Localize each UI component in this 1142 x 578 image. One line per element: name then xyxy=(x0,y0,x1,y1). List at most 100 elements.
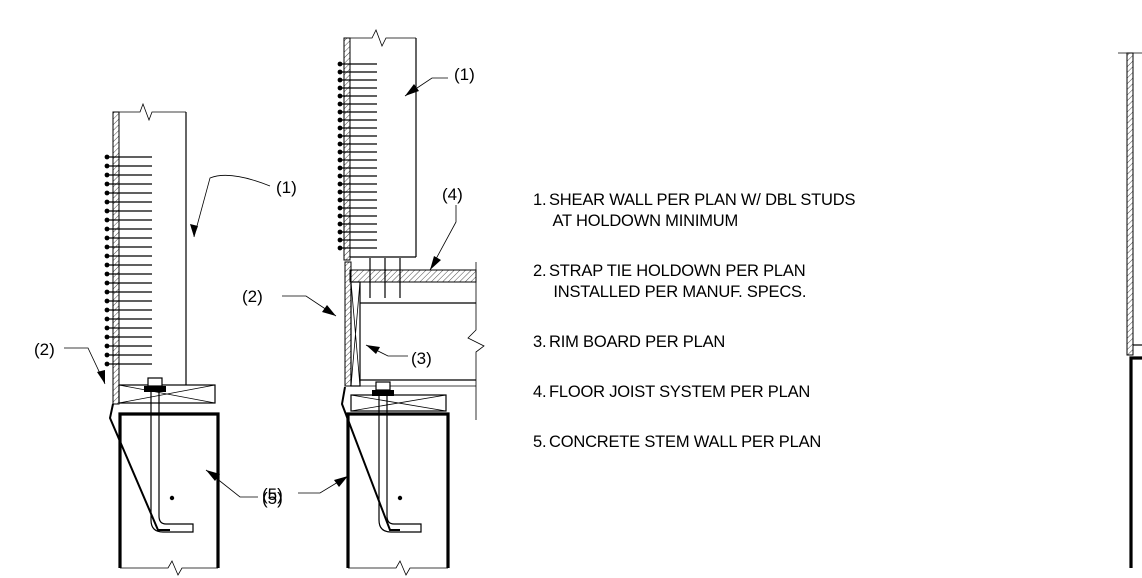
joist-break-mid xyxy=(467,262,485,420)
leader-mid-4 xyxy=(429,205,457,271)
nail-head xyxy=(337,109,343,115)
aggregate-dot-mid xyxy=(397,495,403,501)
arrow-mid-1 xyxy=(405,84,419,96)
note-text: SHEAR WALL PER PLAN W/ DBL STUDS AT HOLD… xyxy=(549,191,856,230)
stem-wall-left xyxy=(118,412,220,568)
nail-head xyxy=(104,226,110,232)
sheathing-left xyxy=(112,111,120,405)
note-text: STRAP TIE HOLDOWN PER PLAN INSTALLED PER… xyxy=(549,262,807,301)
callout-mid-3: (3) xyxy=(411,349,432,368)
note-item: 3.RIM BOARD PER PLAN xyxy=(527,332,977,353)
nail-head xyxy=(337,173,343,179)
nail-head xyxy=(337,69,343,75)
nail-head xyxy=(337,181,343,187)
nail-group-left xyxy=(104,154,152,367)
nail-head xyxy=(337,221,343,227)
nail-head xyxy=(104,217,110,223)
nail-head xyxy=(104,361,110,367)
leader-left-5 xyxy=(205,469,258,498)
break-line-top-left xyxy=(113,102,186,122)
note-number: 5. xyxy=(533,433,547,451)
nail-head xyxy=(337,141,343,147)
nail-head xyxy=(104,271,110,277)
note-number: 1. xyxy=(533,191,547,209)
nail-head xyxy=(104,235,110,241)
nail-head xyxy=(104,208,110,214)
nail-head xyxy=(337,133,343,139)
nail-head xyxy=(104,262,110,268)
strap-tie-left xyxy=(108,403,170,531)
sill-plate-mid xyxy=(350,394,447,412)
nail-head xyxy=(104,289,110,295)
nut-left xyxy=(147,377,163,387)
nail-head xyxy=(104,253,110,259)
nail-head xyxy=(104,280,110,286)
callout-left-5: (5) xyxy=(262,489,283,508)
nail-head xyxy=(104,298,110,304)
strap-tie-mid xyxy=(340,386,400,531)
notes-list: 1.SHEAR WALL PER PLAN W/ DBL STUDS AT HO… xyxy=(527,190,977,482)
break-line-top-mid xyxy=(344,29,416,47)
note-text: FLOOR JOIST SYSTEM PER PLAN xyxy=(549,383,811,401)
nail-head xyxy=(104,154,110,160)
nail-head xyxy=(337,61,343,67)
nail-head xyxy=(104,334,110,340)
nail-head xyxy=(104,244,110,250)
nail-head xyxy=(104,199,110,205)
washer-mid xyxy=(372,390,394,396)
arrow-mid-3 xyxy=(366,345,380,354)
stem-wall-mid xyxy=(346,412,450,568)
nail-head xyxy=(337,189,343,195)
note-item: 1.SHEAR WALL PER PLAN W/ DBL STUDS AT HO… xyxy=(527,190,977,232)
aggregate-dot-left xyxy=(169,495,175,501)
nail-head xyxy=(337,165,343,171)
arrow-mid-4 xyxy=(430,256,441,270)
detail-mid: (1) (4) (2) (3) (5) xyxy=(242,29,485,576)
nail-head xyxy=(104,316,110,322)
nail-head xyxy=(337,149,343,155)
anchor-bolt-mid xyxy=(378,385,422,533)
rim-board-mid xyxy=(350,281,361,387)
note-item: 4.FLOOR JOIST SYSTEM PER PLAN xyxy=(527,382,977,403)
nail-head xyxy=(337,77,343,83)
washer-left xyxy=(144,386,166,392)
nail-head xyxy=(337,197,343,203)
leader-left-2 xyxy=(64,347,106,385)
nail-head xyxy=(104,181,110,187)
note-item: 5.CONCRETE STEM WALL PER PLAN xyxy=(527,432,977,453)
callout-mid-5: (5) xyxy=(262,485,283,504)
note-text: CONCRETE STEM WALL PER PLAN xyxy=(549,433,822,451)
leader-left-1 xyxy=(193,174,271,238)
nail-head xyxy=(104,352,110,358)
nail-head xyxy=(104,325,110,331)
note-text: RIM BOARD PER PLAN xyxy=(549,333,726,351)
nail-head xyxy=(337,101,343,107)
break-line-bottom-left xyxy=(120,560,218,576)
note-number: 3. xyxy=(533,333,547,351)
nail-head xyxy=(104,343,110,349)
callout-left-2: (2) xyxy=(34,340,55,359)
callout-mid-2: (2) xyxy=(242,287,263,306)
arrow-mid-2 xyxy=(322,305,336,316)
nail-head xyxy=(337,93,343,99)
nail-head xyxy=(337,245,343,251)
nail-head xyxy=(104,190,110,196)
rim-board-x-mid xyxy=(350,281,361,387)
nail-head xyxy=(337,205,343,211)
sheathing-right xyxy=(1126,52,1134,356)
anchor-bolt-left xyxy=(150,380,194,533)
callout-left-1: (1) xyxy=(276,178,297,197)
nail-head xyxy=(104,163,110,169)
nail-head xyxy=(337,85,343,91)
nail-head xyxy=(337,229,343,235)
sill-plate-x-left xyxy=(118,384,216,404)
nail-head xyxy=(337,125,343,131)
callout-mid-1: (1) xyxy=(454,65,475,84)
note-number: 2. xyxy=(533,262,547,280)
note-number: 4. xyxy=(533,383,547,401)
nail-head xyxy=(104,172,110,178)
nut-mid xyxy=(375,381,391,391)
detail-right-partial xyxy=(1118,52,1142,568)
note-item: 2.STRAP TIE HOLDOWN PER PLAN INSTALLED P… xyxy=(527,261,977,303)
